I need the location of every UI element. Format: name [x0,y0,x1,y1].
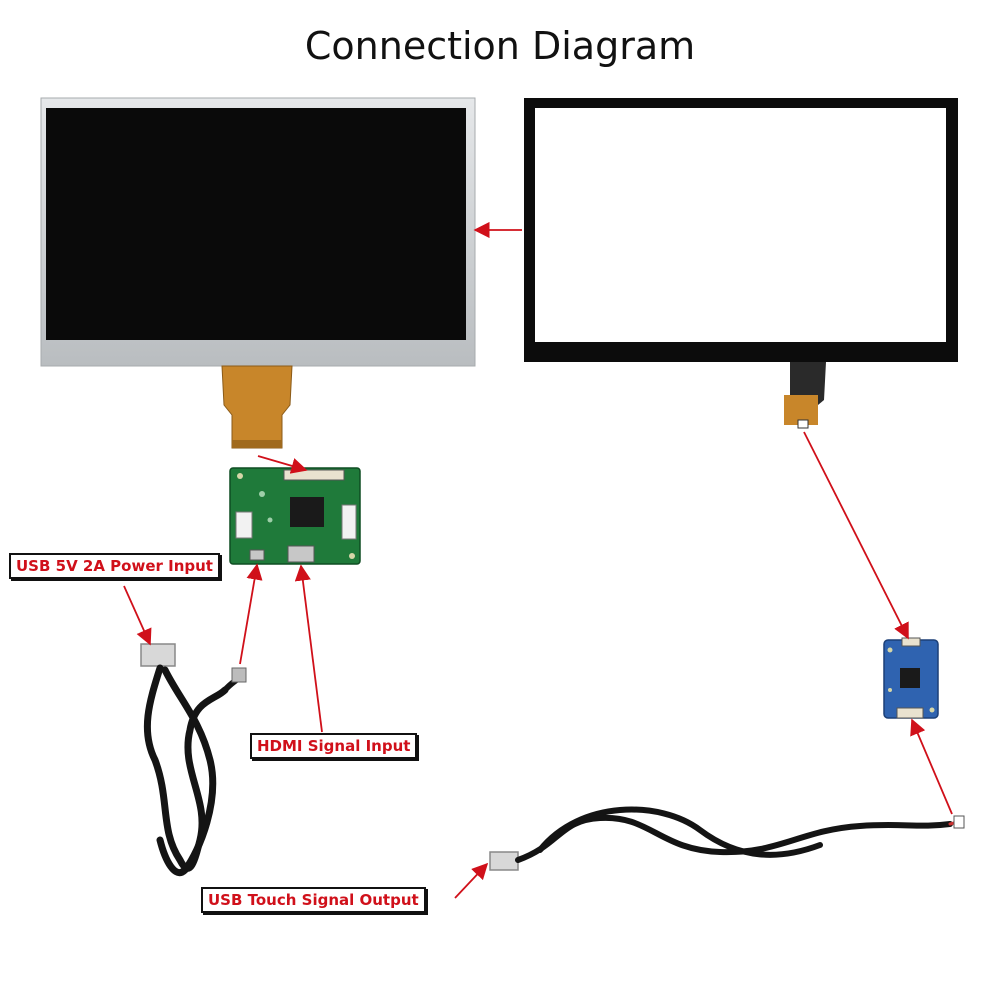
hdmi-input-label: HDMI Signal Input [250,733,418,759]
arrow-touch-fpc-to-controller [803,431,909,640]
connection-arrows [123,221,953,899]
arrow-fpc-to-board [257,455,308,474]
board-chip [290,497,324,527]
lcd-fpc-ribbon [221,365,293,449]
diagram-title: Connection Diagram [304,24,696,68]
touch-panel-glass [535,108,946,342]
touch-output-label: USB Touch Signal Output [201,887,426,913]
arrow-hdmi-label-to-port [294,564,323,733]
power-input-label: USB 5V 2A Power Input [9,553,220,579]
micro-usb-port [249,549,265,561]
board-fpc-connector [283,469,345,481]
driver-board [229,467,361,565]
hdmi-port [287,545,315,563]
touch-controller-board [883,637,939,719]
touch-usb-cable [489,806,965,871]
arrow-touch-label-to-usb [454,862,489,899]
touch-panel [524,98,958,429]
arrow-power-label-to-usb [123,585,152,646]
lcd-panel [40,97,476,449]
arrow-cable-to-controller [910,718,953,815]
arrow-micro-usb-to-board [239,563,263,665]
power-usb-cable [140,643,247,876]
lcd-screen [46,108,466,340]
